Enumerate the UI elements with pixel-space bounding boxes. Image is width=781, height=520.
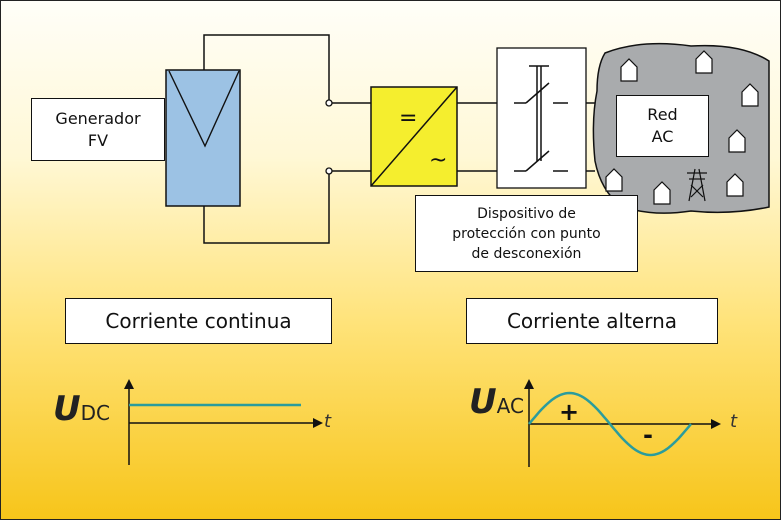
protection-device-label: Dispositivo de protección con punto de d… — [415, 195, 638, 272]
dc-axis-label: UDC — [53, 389, 110, 429]
inverter-dc-symbol: = — [399, 106, 417, 131]
grid-label: Red AC — [616, 95, 709, 157]
pylon-icon — [687, 168, 707, 202]
negative-half-label: - — [643, 421, 653, 449]
ac-time-label: t — [730, 411, 738, 432]
ac-axis-label: UAC — [469, 382, 524, 422]
pv-panel — [165, 69, 241, 207]
positive-half-label: + — [559, 398, 580, 426]
house-icons — [605, 50, 759, 205]
protection-switch — [496, 47, 587, 189]
generator-label: Generador FV — [31, 98, 165, 161]
inverter-ac-symbol: ~ — [429, 148, 447, 173]
dc-graph — [124, 379, 323, 465]
inverter-box: = ~ — [370, 86, 458, 187]
ac-graph — [524, 379, 721, 467]
dc-time-label: t — [324, 411, 332, 432]
dc-title: Corriente continua — [65, 298, 332, 344]
ac-voltage-wave — [528, 391, 692, 457]
dc-wires — [203, 34, 595, 244]
ac-title: Corriente alterna — [466, 298, 718, 344]
